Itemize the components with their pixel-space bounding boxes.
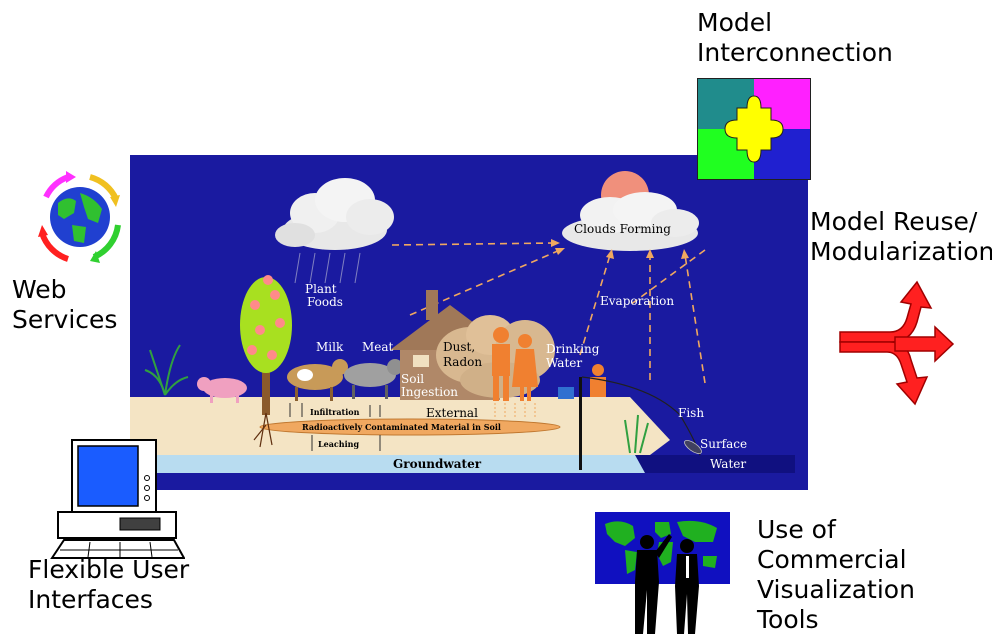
soil-ingestion-label-line1: Soil <box>401 372 424 386</box>
soil-ingestion-label-line2: Ingestion <box>401 385 458 399</box>
external-label: External <box>426 406 478 420</box>
clouds-forming-label: Clouds Forming <box>574 222 671 236</box>
plant-foods-label-line1: Plant <box>305 282 337 296</box>
pathway-scene: Clouds Forming Plant Foods Evaporation M… <box>130 155 808 490</box>
meat-label: Meat <box>362 340 394 354</box>
dust-radon-label-line2: Radon <box>443 355 482 369</box>
plant-foods-label-line2: Foods <box>307 295 343 309</box>
groundwater-layer <box>130 455 645 473</box>
infiltration-arrows <box>289 403 381 451</box>
web-services-label: Web Services <box>12 275 118 334</box>
rain-lines <box>294 252 361 284</box>
pathway-arrowheads <box>551 239 689 259</box>
people-icon <box>492 327 606 401</box>
reuse-arrows-icon <box>835 280 955 410</box>
visualization-label: Use of Commercial Visualization Tools <box>757 515 915 634</box>
model-reuse-label: Model Reuse/ Modularization <box>810 207 992 266</box>
reeds-icon <box>624 414 649 454</box>
pig-icon <box>197 377 247 403</box>
tree-icon <box>240 275 292 415</box>
surface-water-label-line1: Surface <box>700 437 747 451</box>
milk-label: Milk <box>316 340 344 354</box>
water-bucket <box>558 387 574 399</box>
flexible-ui-label: Flexible User Interfaces <box>28 555 190 614</box>
cloud-right-icon <box>562 192 699 251</box>
puzzle-icon <box>697 78 811 180</box>
contaminated-soil-ellipse <box>259 418 561 436</box>
drinking-water-label-line2: Water <box>546 356 582 370</box>
surface-water-label-line2: Water <box>710 457 746 471</box>
plant-icon <box>144 344 189 396</box>
groundwater-label: Groundwater <box>393 457 482 471</box>
dust-radon-label-line1: Dust, <box>443 340 475 354</box>
fish-icon <box>684 439 702 455</box>
fishing-line <box>581 376 701 456</box>
world-map-icon <box>595 512 730 637</box>
leaching-label: Leaching <box>318 439 359 449</box>
infiltration-label: Infiltration <box>310 407 360 417</box>
cloud-left-icon <box>275 178 394 250</box>
roots-icon <box>253 412 273 448</box>
drinking-water-label-line1: Drinking <box>546 342 600 356</box>
surface-water-layer <box>635 455 795 473</box>
fish-label: Fish <box>678 406 704 420</box>
evaporation-label: Evaporation <box>600 294 674 308</box>
cow-icon <box>287 359 403 401</box>
globe-icon <box>28 163 132 271</box>
well-pipe <box>579 377 582 470</box>
contaminated-material-label: Radioactively Contaminated Material in S… <box>302 422 501 432</box>
computer-icon <box>50 438 186 560</box>
model-interconnection-label: Model Interconnection <box>697 8 893 67</box>
pathway-arrows <box>391 242 706 384</box>
pathway-scene-graphic: Clouds Forming Plant Foods Evaporation M… <box>130 155 808 490</box>
